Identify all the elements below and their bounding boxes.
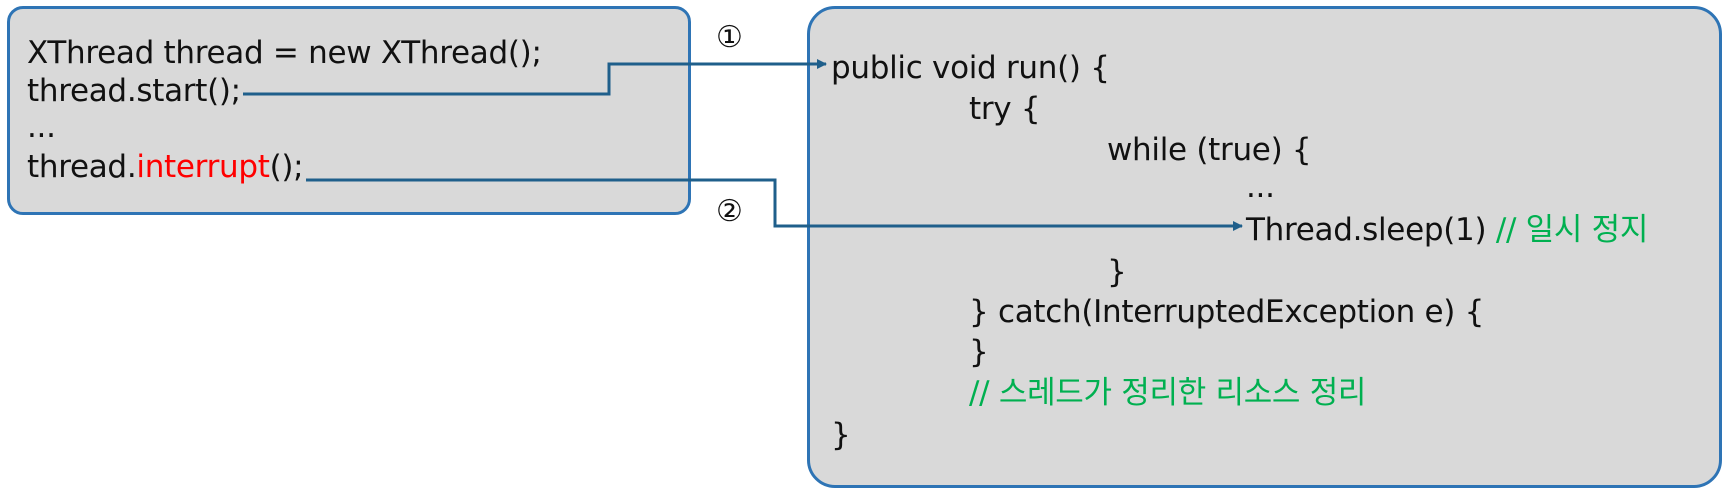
step-marker-2: ②: [716, 194, 743, 229]
while-open: while (true) {: [1107, 132, 1312, 168]
step-marker-1: ①: [716, 20, 743, 55]
loop-ellipsis: ...: [1246, 169, 1275, 205]
interrupt-method-name: interrupt: [136, 149, 270, 185]
start-to-run-arrow: [243, 59, 827, 96]
cleanup-comment: // 스레드가 정리한 리소스 정리: [969, 375, 1367, 411]
try-open: try {: [969, 91, 1041, 127]
caller-line-interrupt: thread.interrupt();: [27, 149, 304, 185]
caller-line-start: thread.start();: [27, 73, 241, 109]
while-close: }: [1107, 254, 1127, 290]
run-signature: public void run() {: [831, 50, 1110, 86]
caller-line-create-thread: XThread thread = new XThread();: [27, 35, 542, 71]
catch-open: } catch(InterruptedException e) {: [969, 294, 1485, 330]
sleep-call: Thread.sleep(1): [1246, 212, 1487, 248]
sleep-line: Thread.sleep(1) // 일시 정지: [1246, 212, 1648, 248]
method-close: }: [831, 417, 851, 453]
interrupt-prefix: thread.: [27, 149, 137, 185]
catch-close: }: [969, 334, 989, 370]
interrupt-suffix: ();: [269, 149, 304, 185]
interrupt-to-sleep-arrow: [306, 178, 1243, 231]
caller-line-ellipsis: ...: [27, 109, 56, 145]
sleep-comment: // 일시 정지: [1495, 212, 1649, 248]
run-method-box: public void run() { try { while (true) {…: [807, 6, 1722, 488]
